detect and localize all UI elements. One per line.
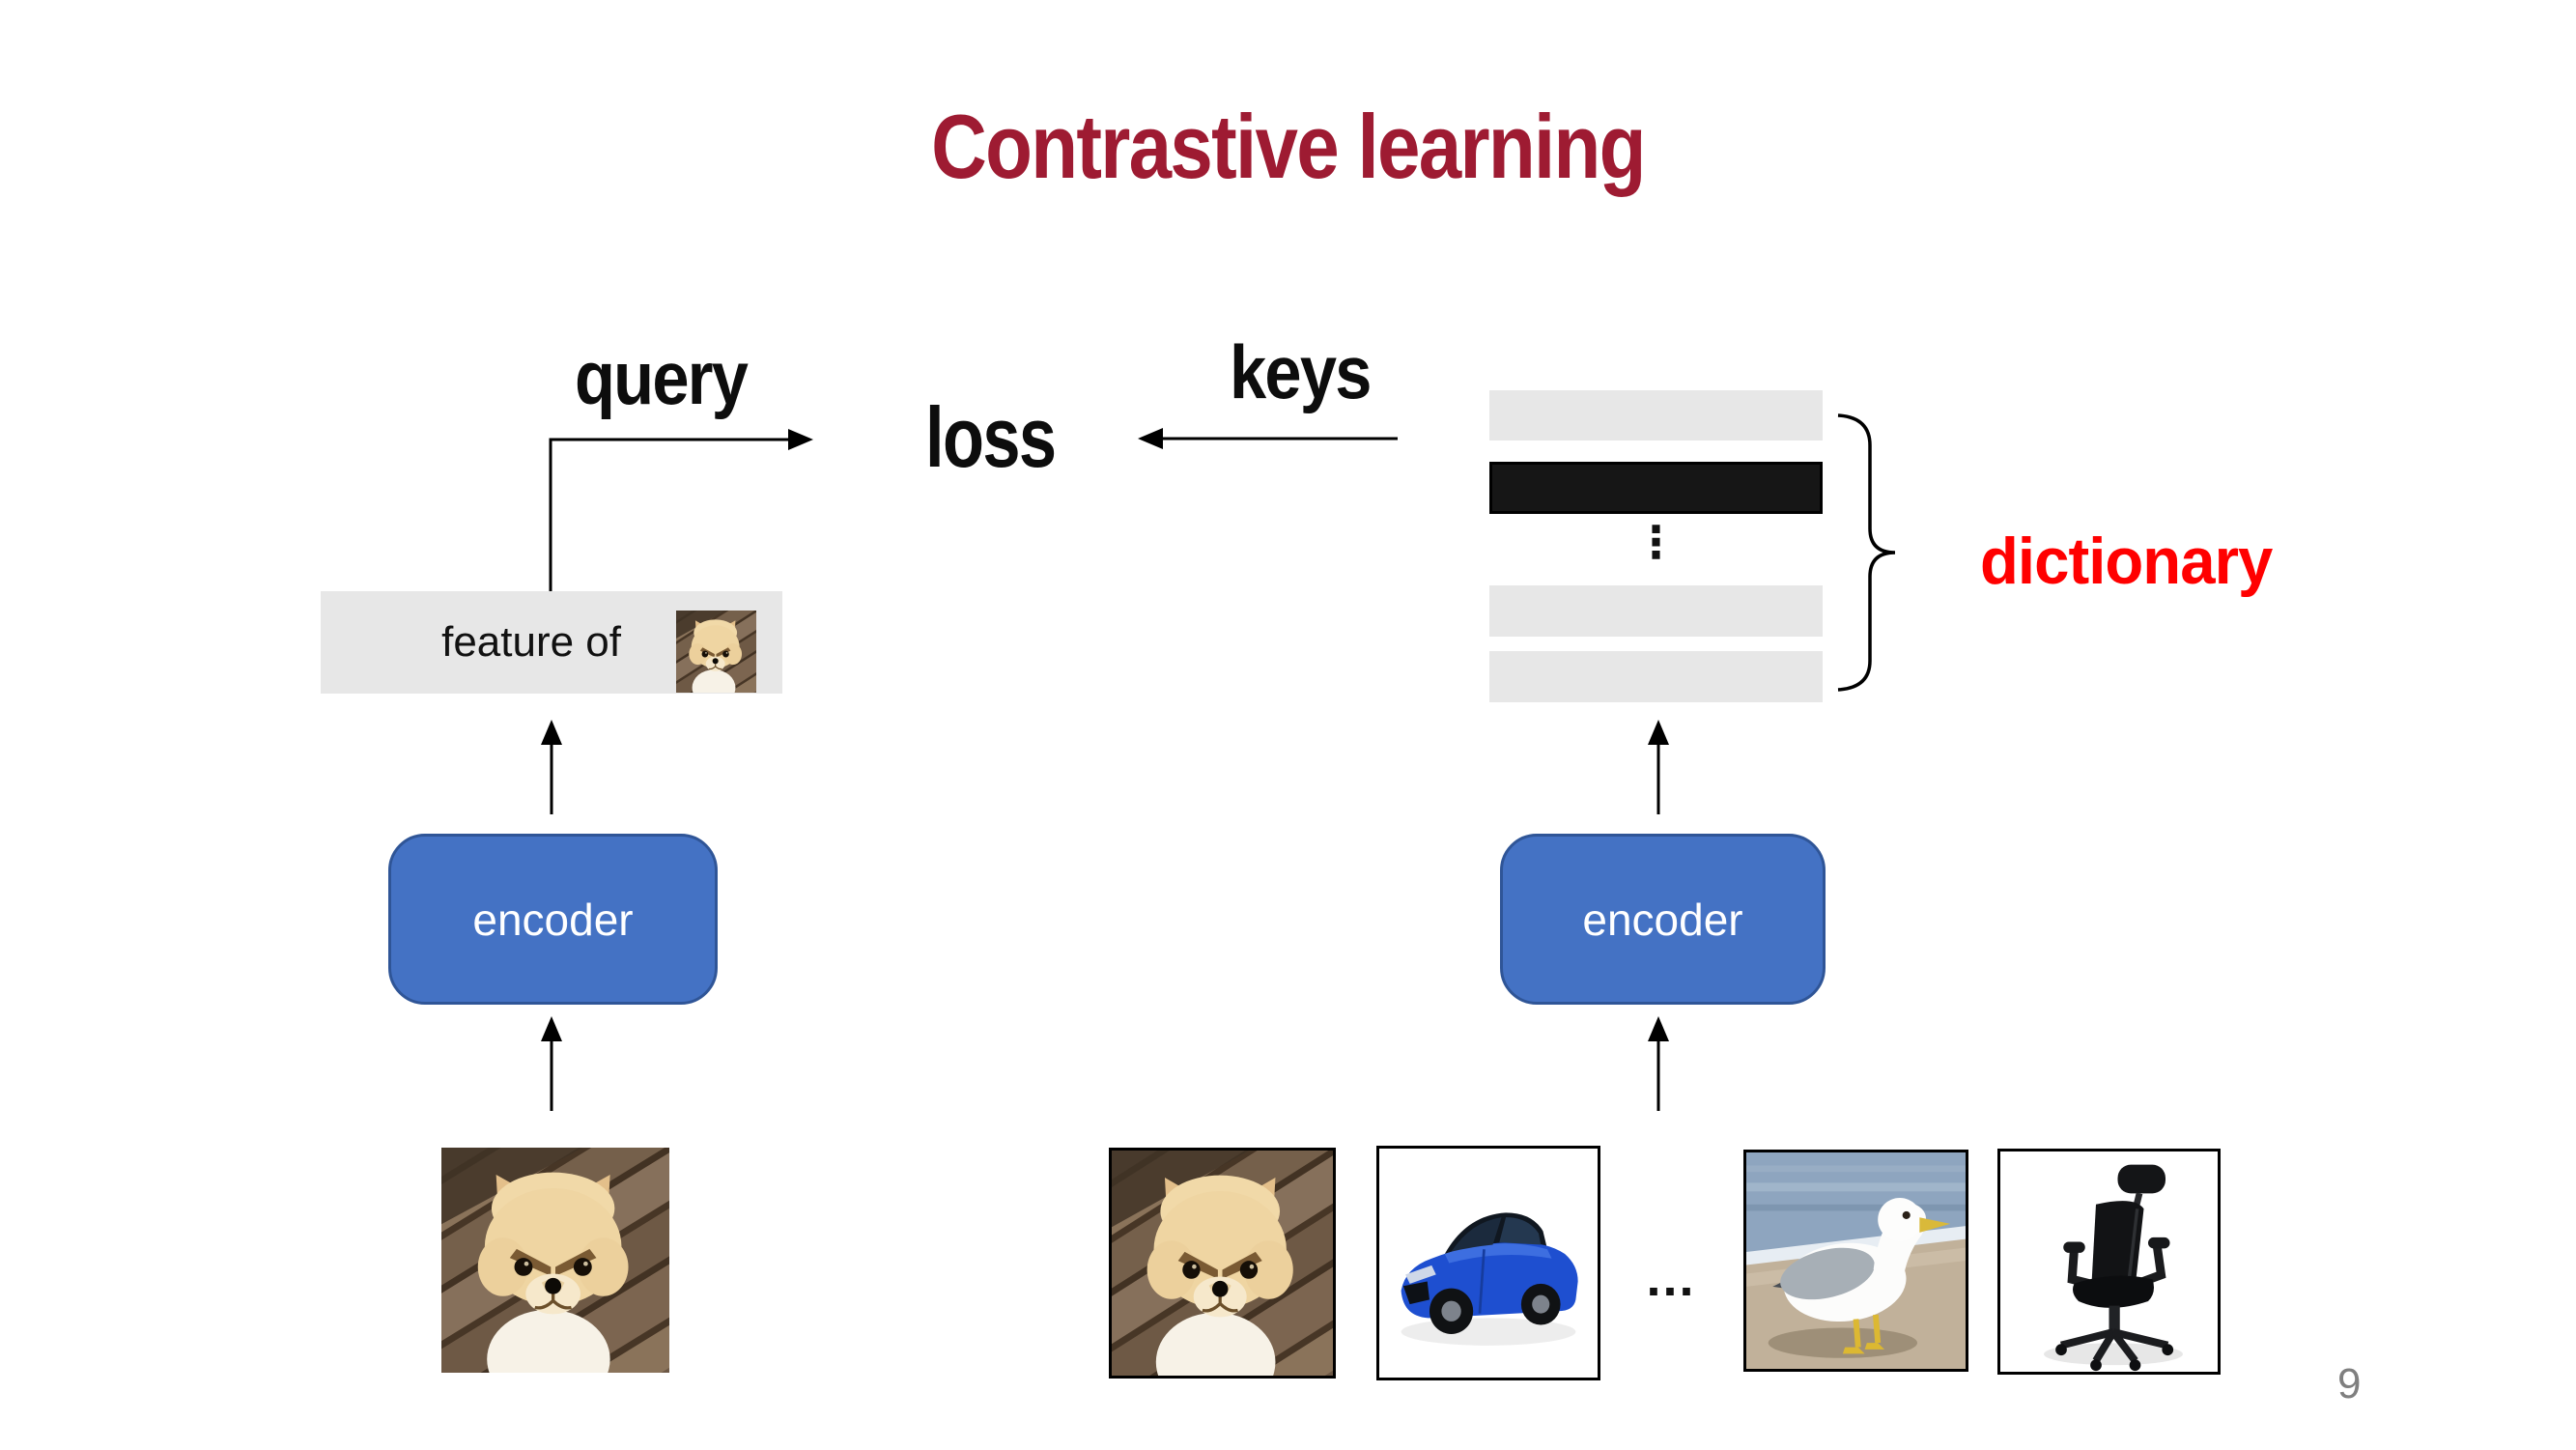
key-images-ellipsis: ...	[1646, 1249, 1696, 1307]
dictionary-label: dictionary	[1980, 525, 2273, 598]
query-dog-image	[441, 1148, 669, 1373]
encoder-key-label: encoder	[1582, 894, 1743, 945]
key-bar-1	[1489, 390, 1823, 441]
page-title: Contrastive learning	[0, 95, 2576, 199]
key-bar-3	[1489, 585, 1823, 637]
images-to-encoder-arrowhead	[1648, 1016, 1669, 1041]
key-bar-4	[1489, 651, 1823, 702]
query-arrow-line	[549, 438, 788, 591]
key-chair-image	[1997, 1149, 2221, 1375]
keys-arrowhead	[1138, 428, 1163, 449]
query-label: query	[575, 335, 749, 420]
keys-vertical-ellipsis: ⋮	[1633, 516, 1679, 568]
keys-label: keys	[1230, 329, 1372, 414]
key-bar-highlighted	[1489, 462, 1823, 514]
encoder-query-label: encoder	[472, 894, 634, 945]
loss-label: loss	[925, 389, 1057, 485]
feature-dog-thumbnail	[676, 611, 756, 693]
encoder-to-feature-arrowhead	[541, 720, 562, 745]
key-gull-image	[1743, 1150, 1968, 1372]
key-dog-image	[1109, 1148, 1336, 1379]
page-title-text: Contrastive learning	[931, 96, 1646, 197]
feature-box: feature of	[321, 591, 782, 694]
encoder-to-keys-arrowhead	[1648, 720, 1669, 745]
encoder-key-box: encoder	[1500, 834, 1826, 1005]
query-arrowhead	[788, 429, 813, 450]
dog-to-encoder-arrowhead	[541, 1016, 562, 1041]
encoder-query-box: encoder	[388, 834, 718, 1005]
dictionary-brace	[1837, 413, 1896, 692]
page-number: 9	[2337, 1360, 2362, 1407]
key-car-image	[1376, 1146, 1600, 1380]
feature-of-text: feature of	[441, 618, 621, 666]
